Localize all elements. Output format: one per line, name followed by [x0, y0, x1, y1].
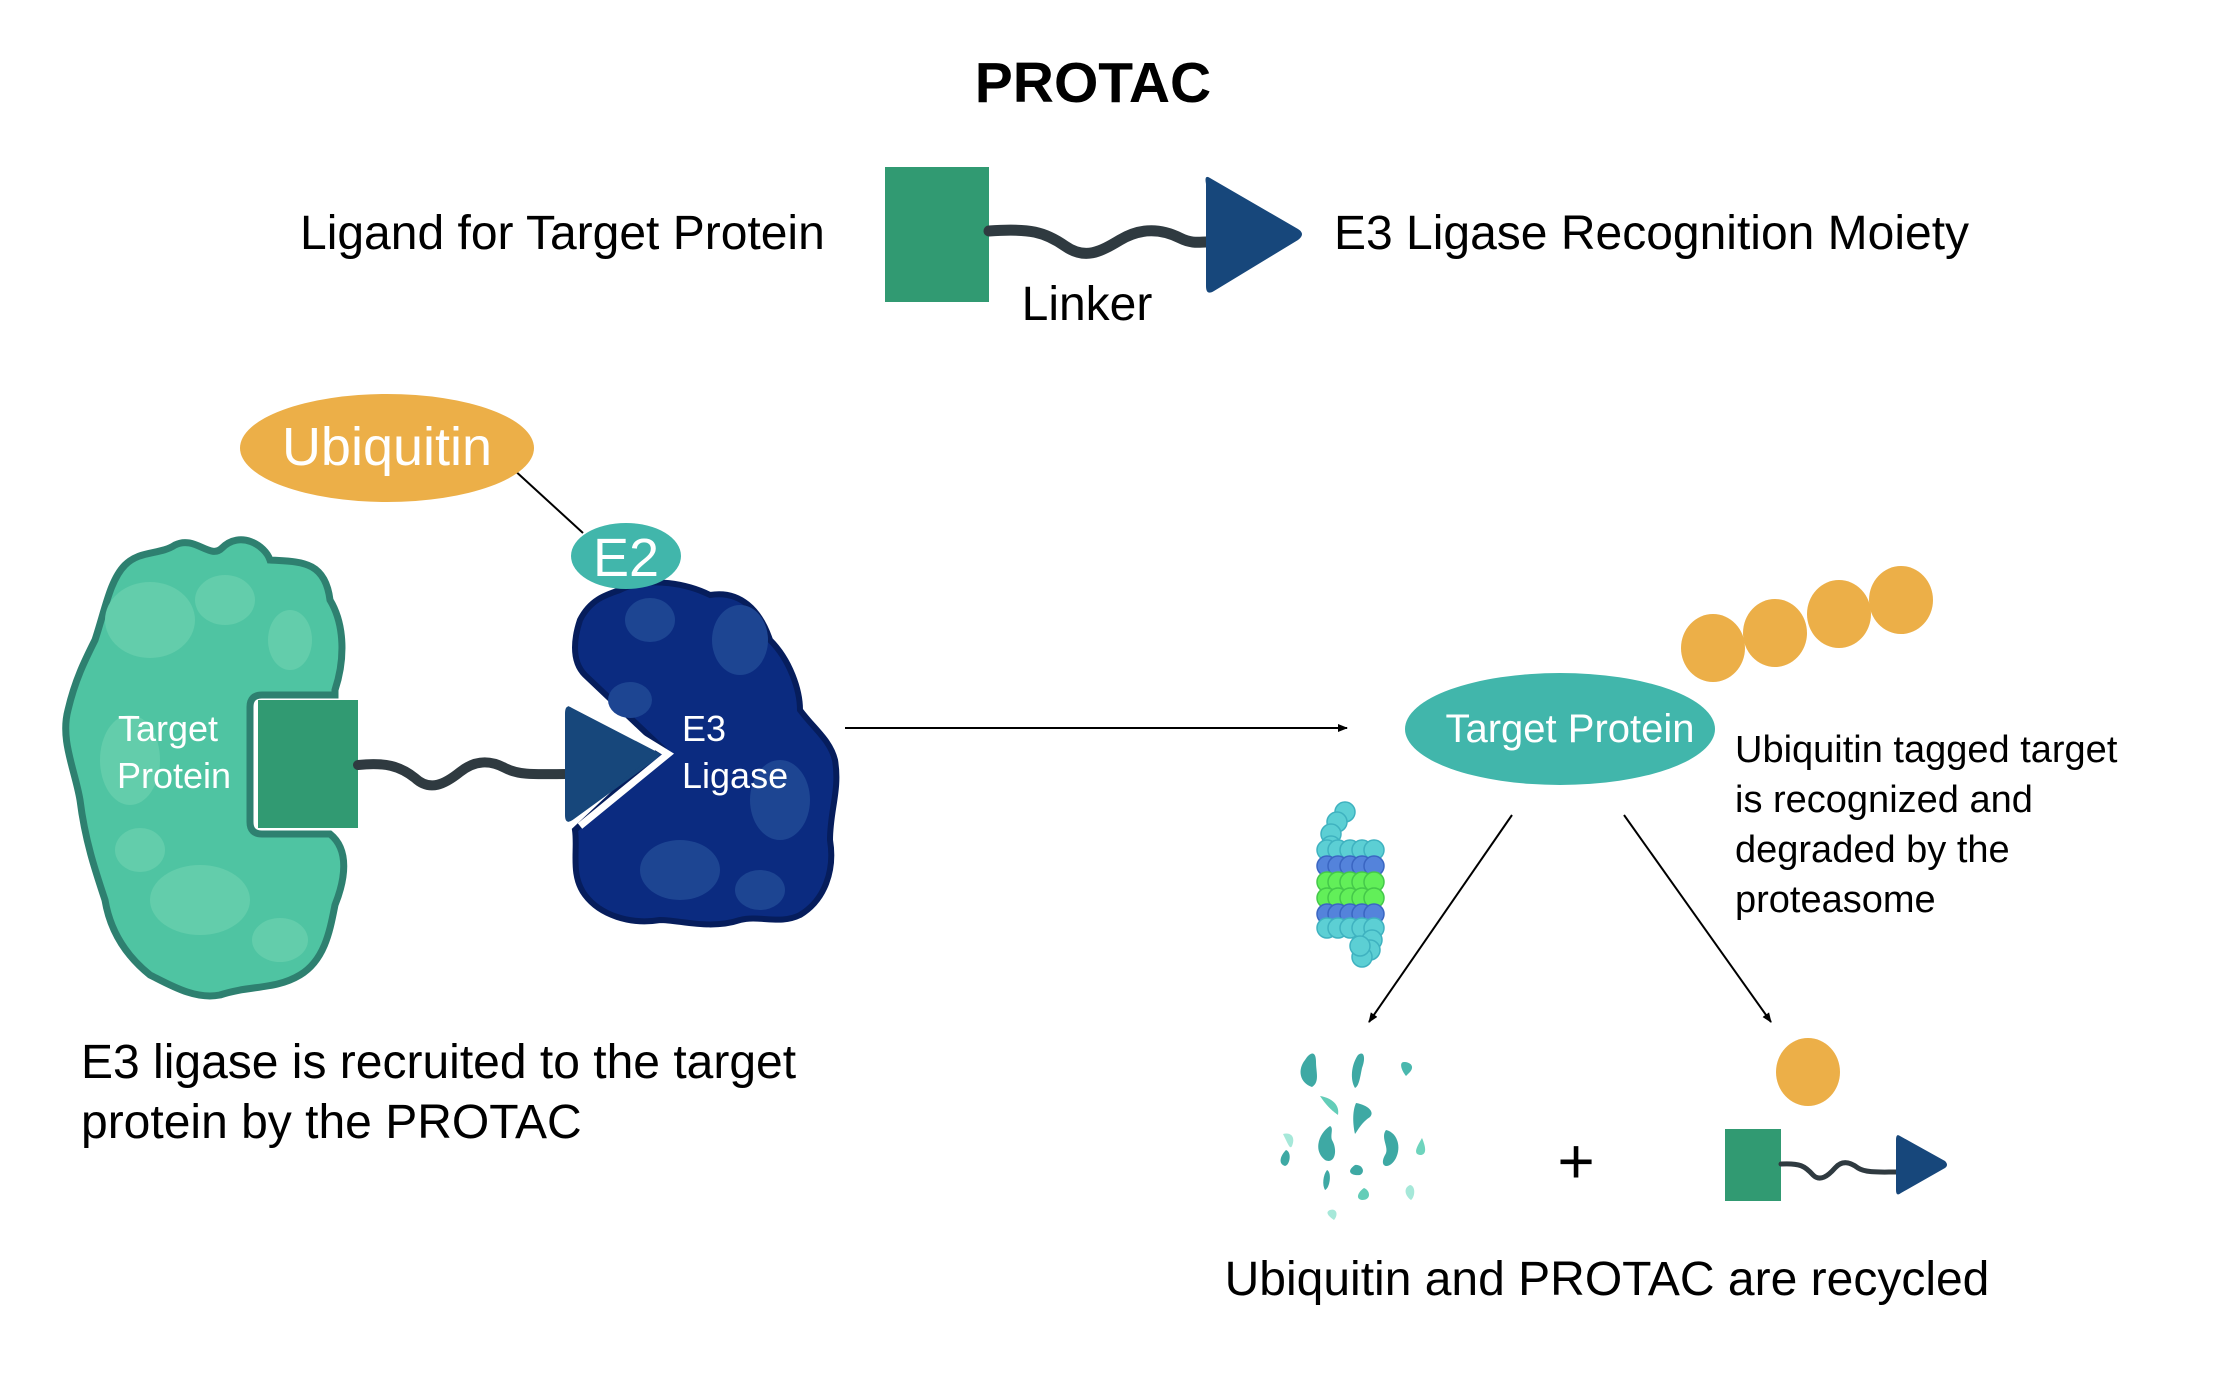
tagged-target-ellipse-icon [1405, 673, 1715, 785]
degradation-note-line3: degraded by the [1735, 829, 2010, 871]
linker-label: Linker [1022, 278, 1153, 331]
e3-ligase-label-line1: E3 [682, 708, 726, 749]
recycle-caption: Ubiquitin and PROTAC are recycled [1225, 1253, 1990, 1306]
peptide-fragments-icon [1280, 1053, 1426, 1220]
e2-ellipse-icon [571, 523, 681, 589]
tagged-target-label: Target Protein [1445, 707, 1694, 751]
bound-ligand-square-icon [258, 700, 358, 828]
plus-sign: + [1557, 1125, 1594, 1197]
ubiquitin-e2-connector [511, 467, 584, 534]
ligand-square-icon [885, 167, 989, 302]
e3-ligase-label-line2: Ligase [682, 755, 788, 796]
recruitment-caption-line1: E3 ligase is recruited to the target [81, 1036, 796, 1089]
recycled-ubiquitin-icon [1776, 1038, 1840, 1106]
linker-wave-icon [983, 224, 1212, 259]
target-protein-label-line2: Protein [117, 755, 231, 796]
degradation-note-line1: Ubiquitin tagged target [1735, 729, 2118, 771]
degradation-arrow-left [1368, 814, 1513, 1023]
polyubiquitin-chain-icon [1681, 566, 1933, 682]
e3-moiety-label: E3 Ligase Recognition Moiety [1334, 207, 1969, 260]
e3-ligase-blob-icon [571, 579, 840, 928]
e3-moiety-triangle-icon [1205, 176, 1302, 293]
degradation-note-line4: proteasome [1735, 879, 1936, 921]
bound-e3-moiety-triangle-fill [568, 706, 656, 822]
ligand-label: Ligand for Target Protein [300, 207, 825, 260]
e2-label: E2 [593, 528, 659, 588]
bound-linker-wave-icon [353, 757, 571, 791]
recruitment-caption-line2: protein by the PROTAC [81, 1096, 582, 1149]
target-protein-blob-icon [62, 536, 348, 1000]
e3-pocket-outline [577, 697, 675, 829]
recycle-arrow-right [1623, 814, 1772, 1023]
proteasome-icon [1316, 801, 1385, 968]
degradation-note-line2: is recognized and [1735, 779, 2033, 821]
recycled-ligand-square-icon [1725, 1129, 1781, 1201]
target-protein-label-line1: Target [118, 708, 218, 749]
diagram-title: PROTAC [975, 51, 1211, 115]
recycled-linker-wave-icon [1778, 1160, 1899, 1181]
recycled-e3-moiety-triangle-icon [1896, 1135, 1947, 1195]
ubiquitin-ellipse-icon [240, 394, 534, 502]
ubiquitin-label: Ubiquitin [282, 417, 492, 477]
